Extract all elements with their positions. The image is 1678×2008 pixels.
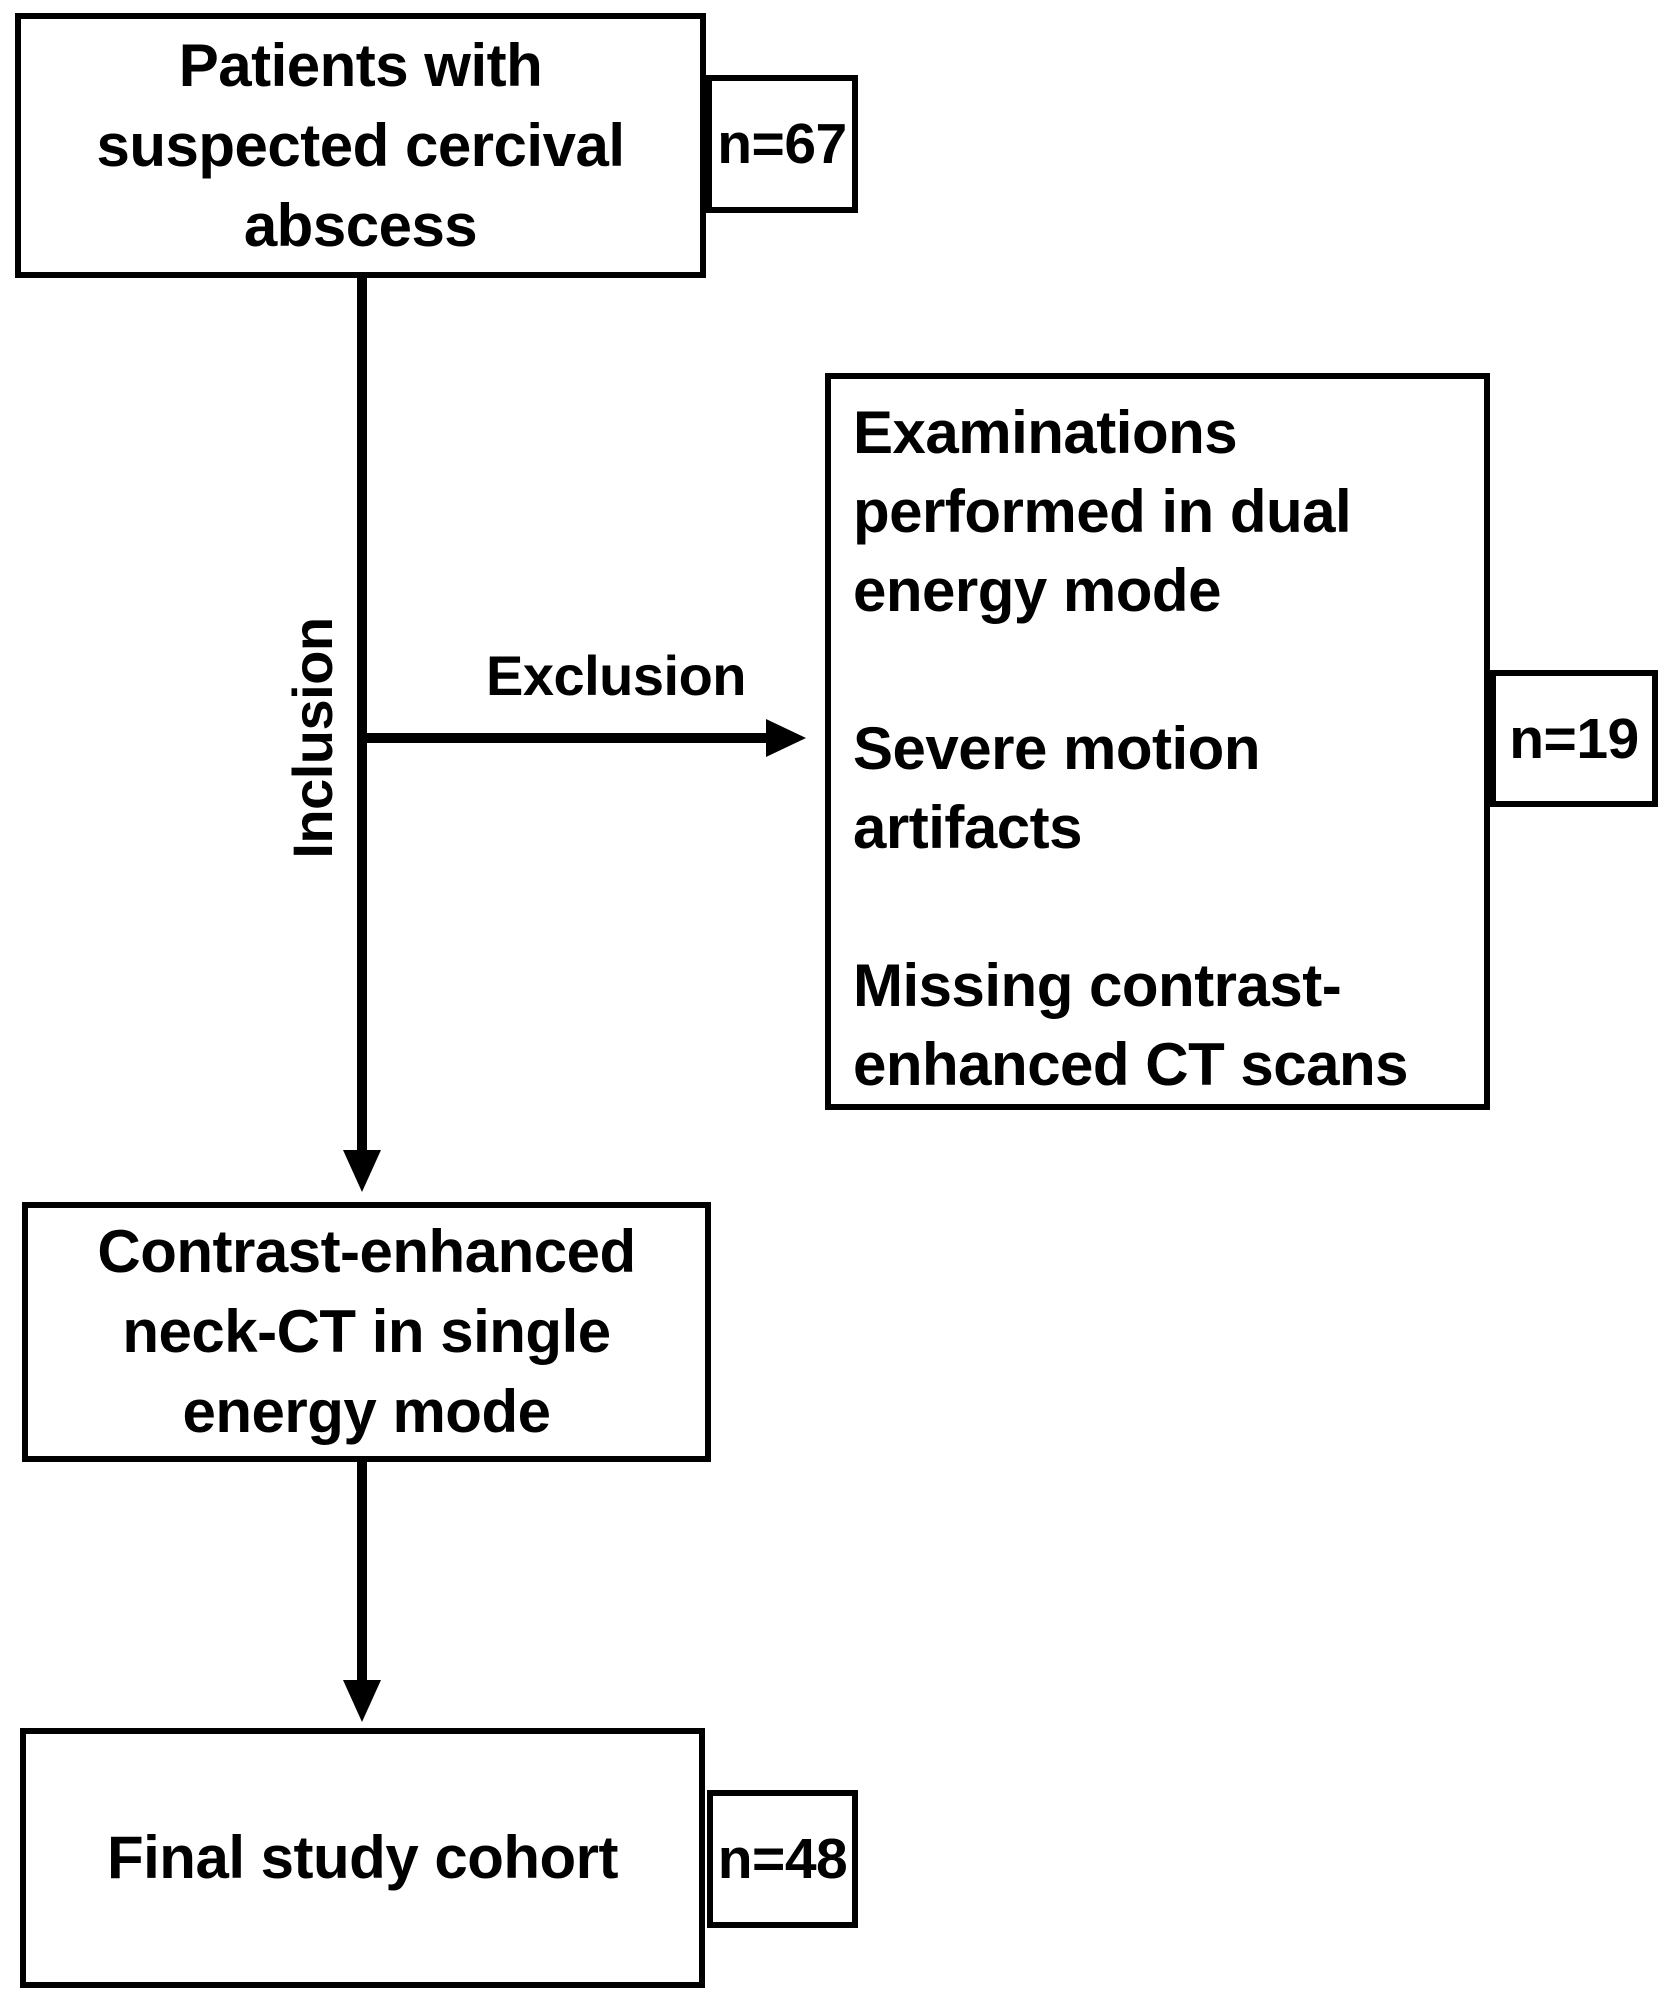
exclusion-arrowhead-icon (766, 719, 806, 757)
single-energy-ct-line-3: energy mode (182, 1378, 551, 1445)
patients-count-badge: n=67 (706, 75, 858, 213)
exclusion-reason-1-line-1: Examinations (853, 399, 1238, 466)
single-energy-ct-line-1: Contrast-enhanced (97, 1218, 636, 1285)
inclusion-label: Inclusion (281, 617, 344, 859)
inclusion-arrow-line (357, 278, 367, 1154)
patients-box-line-2: suspected cercival (96, 111, 625, 179)
exclusion-reason-3-line-1: Missing contrast- (853, 952, 1342, 1019)
inclusion-arrowhead-icon (343, 1150, 381, 1192)
exclusion-reason-1-line-2: performed in dual (853, 478, 1352, 545)
patients-box-line-1: Patients with (178, 31, 543, 99)
single-energy-ct-line-2: neck-CT in single (122, 1298, 611, 1365)
final-cohort-line-1: Final study cohort (106, 1824, 619, 1891)
exclusion-arrow-line (357, 733, 766, 743)
exclusion-label: Exclusion (485, 644, 747, 707)
exclusion-reason-2-line-2: artifacts (853, 794, 1082, 861)
exclusion-reason-3-line-2: enhanced CT scans (853, 1031, 1409, 1098)
final-count-badge: n=48 (707, 1790, 858, 1928)
final-arrow-line (357, 1462, 367, 1684)
single-energy-ct-box: Contrast-enhanced neck-CT in single ener… (22, 1202, 711, 1462)
final-arrowhead-icon (343, 1680, 381, 1722)
exclusion-reasons-box: Examinations performed in dual energy mo… (825, 373, 1490, 1110)
exclusion-reason-1-line-3: energy mode (853, 557, 1221, 624)
patients-box-line-3: abscess (243, 191, 478, 259)
exclusion-count-badge: n=19 (1490, 670, 1658, 807)
patients-box: Patients with suspected cercival abscess (15, 13, 706, 278)
exclusion-reason-1: Examinations performed in dual energy mo… (853, 393, 1352, 630)
final-cohort-box: Final study cohort (20, 1728, 705, 1988)
exclusion-reason-2: Severe motion artifacts (853, 709, 1260, 867)
exclusion-reason-2-line-1: Severe motion (853, 715, 1260, 782)
exclusion-reason-3: Missing contrast- enhanced CT scans (853, 946, 1409, 1104)
